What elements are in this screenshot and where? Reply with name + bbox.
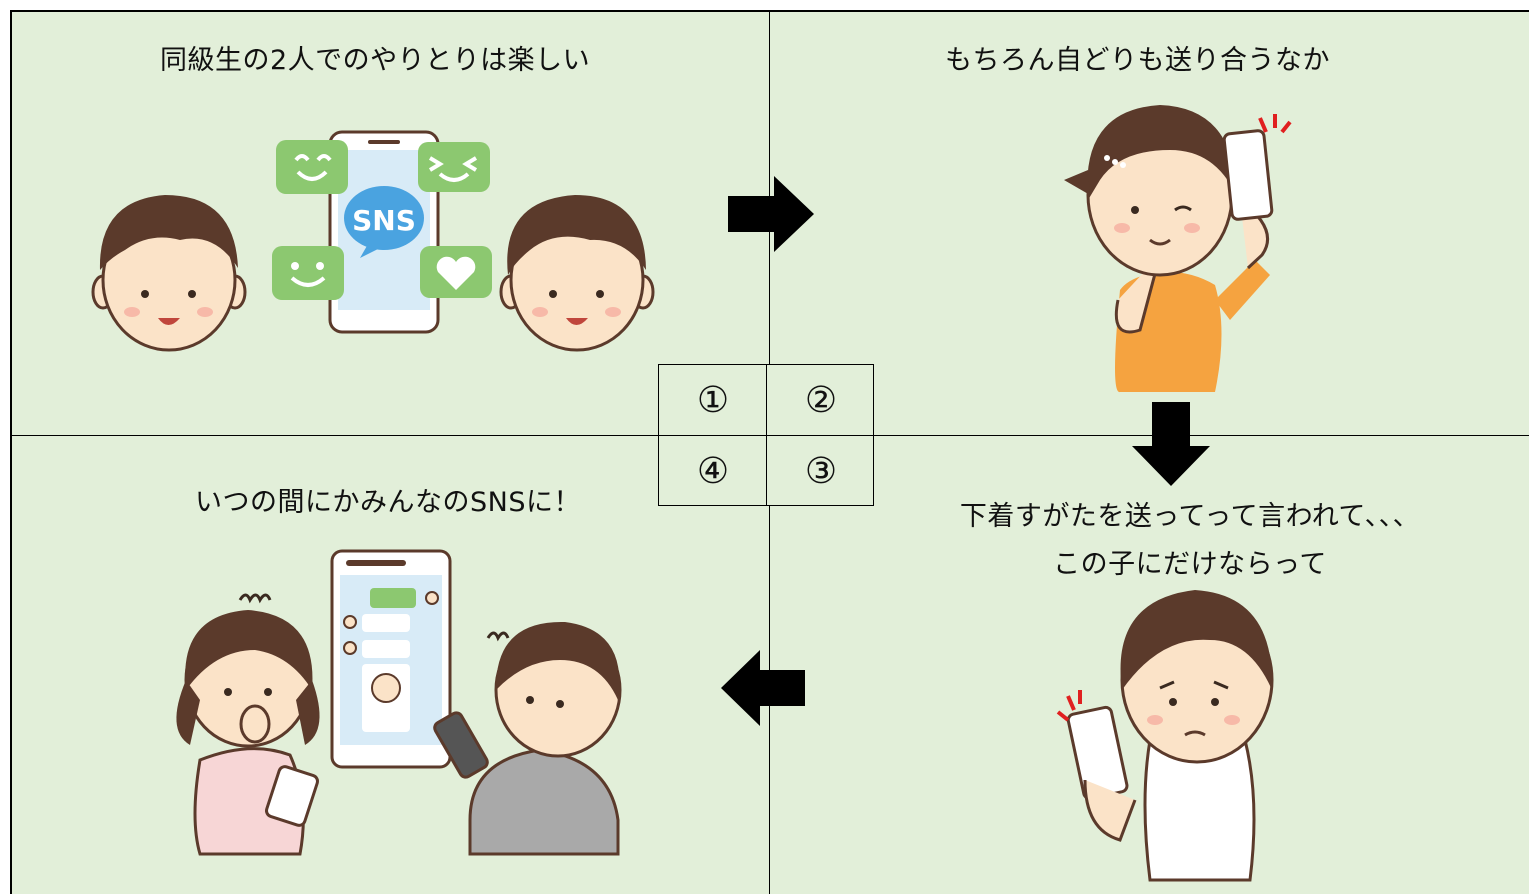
emoji-bubble-icons	[272, 140, 492, 300]
legend-number-4: ④	[696, 450, 730, 492]
legend-number-2: ②	[804, 379, 838, 421]
panel-order-legend: ① ② ④ ③	[658, 364, 874, 506]
legend-divider-horizontal	[659, 435, 873, 436]
legend-number-3: ③	[804, 450, 838, 492]
boy-left-illustration	[91, 195, 247, 352]
boy-right-illustration	[499, 195, 655, 352]
arrow-down-icon	[1132, 402, 1210, 486]
arrow-right-icon	[728, 176, 814, 252]
hoodie-boy-illustration	[433, 621, 622, 856]
legend-number-1: ①	[696, 379, 730, 421]
panel-3-caption-line-2: この子にだけならって	[1053, 549, 1327, 580]
panel-4-caption: いつの間にかみんなのSNSに！	[195, 487, 581, 518]
panel-1-caption: 同級生の2人でのやりとりは楽しい	[160, 45, 591, 76]
sns-bubble-label: SNS	[352, 204, 416, 237]
panel-2-caption: もちろん自どりも送り合うなか	[945, 45, 1330, 76]
girl-selfie-illustration	[1064, 105, 1292, 393]
panel-3-caption: 下着すがたを送ってって言われて、、、 この子にだけならって	[930, 493, 1450, 589]
worried-girl-left-illustration	[176, 593, 320, 856]
smartphone-illustration	[328, 130, 440, 334]
arrow-left-icon	[721, 650, 805, 726]
worried-girl-illustration	[1056, 590, 1274, 882]
panel-4-phone-illustration	[330, 549, 452, 769]
panel-3-caption-line-1: 下着すがたを送ってって言われて、、、	[959, 501, 1421, 532]
